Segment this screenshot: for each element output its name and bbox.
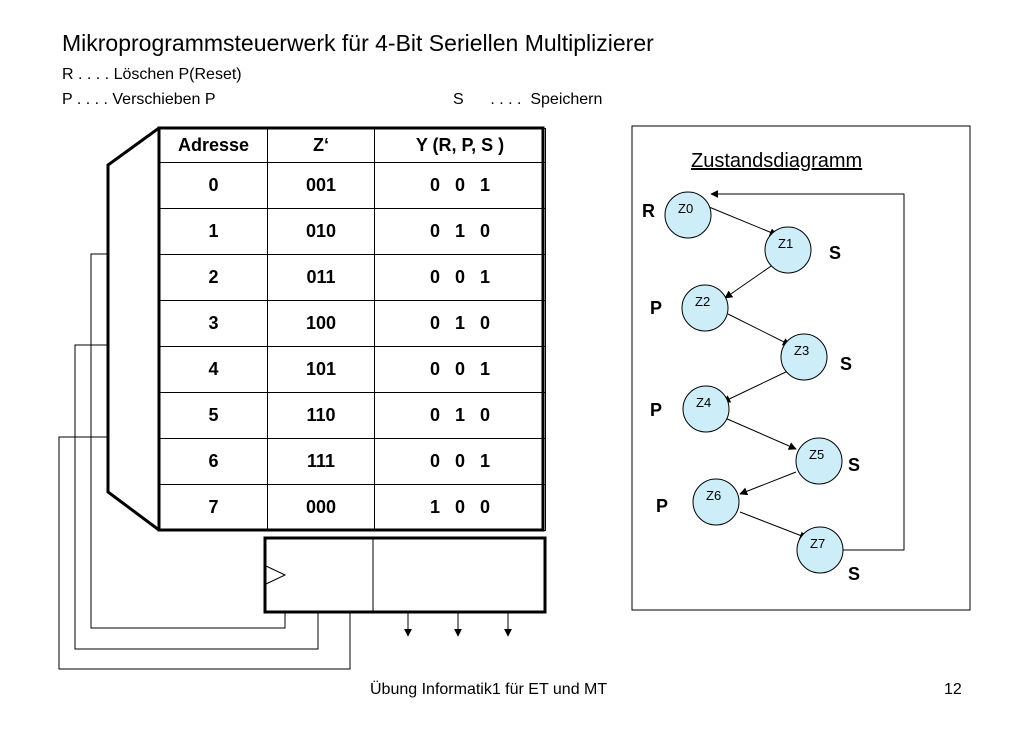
transition-z6-z7 [739,511,808,540]
state-node-z1 [764,226,812,274]
cell-address: 1 [159,208,268,255]
address-decoder-shape [106,126,160,532]
state-node-z3 [780,333,828,381]
state-register [263,536,547,614]
transition-z1-z2 [724,261,778,299]
state-node-z7 [796,526,844,574]
feedback-wire-3 [58,436,351,670]
output-label-z4: P [650,400,663,420]
state-label-z6: Z6 [706,488,721,503]
cell-outputs: 0 1 0 [374,208,546,255]
state-label-z3: Z3 [794,343,809,358]
cell-outputs: 0 1 0 [374,392,546,439]
state-diagram-panel [631,125,971,611]
cell-next-state: 010 [267,208,375,255]
legend-reset: R . . . . Löschen P(Reset) [62,66,242,83]
cell-next-state: 000 [267,484,375,531]
cell-address: 6 [159,438,268,485]
state-label-z4: Z4 [696,395,711,410]
page-title: Mikroprogrammsteuerwerk für 4-Bit Seriel… [62,30,654,56]
output-label-z6: P [656,496,669,516]
state-label-z1: Z1 [778,236,793,251]
state-diagram-title: Zustandsdiagramm [691,150,863,172]
transition-z2-z3 [727,313,791,346]
cell-next-state: 110 [267,392,375,439]
cell-outputs: 0 0 1 [374,438,546,485]
state-label-z5: Z5 [809,447,824,462]
cell-address: 3 [159,300,268,347]
cell-next-state: 111 [267,438,375,485]
state-label-z7: Z7 [810,536,825,551]
cell-address: 5 [159,392,268,439]
transition-z0-z1 [708,206,778,236]
footer-text: Übung Informatik1 für ET und MT [370,681,608,698]
state-node-z6 [692,478,740,526]
cell-address: 7 [159,484,268,531]
feedback-wire-2 [74,344,319,650]
clock-triangle [265,565,287,585]
output-label-z3: S [840,354,853,374]
output-label-z5: S [848,455,861,475]
state-label-z2: Z2 [695,294,710,309]
cell-outputs: 0 1 0 [374,300,546,347]
transition-z5-z6 [739,471,797,496]
legend-store: S . . . . Speichern [453,91,603,108]
state-node-z0 [664,191,712,239]
feedback-wire-1 [90,253,286,629]
cell-next-state: 100 [267,300,375,347]
cell-outputs: 1 0 0 [374,484,546,531]
transition-z7-z0 [710,190,905,551]
state-node-z5 [795,437,843,485]
table-header-row: Adresse Z‘ Y (R, P, S ) [159,128,546,163]
state-node-z2 [681,284,729,332]
header-address: Adresse [159,128,268,163]
state-node-z4 [682,385,730,433]
cell-next-state: 101 [267,346,375,393]
cell-outputs: 0 0 1 [374,346,546,393]
output-label-z0: R [642,201,655,221]
cell-address: 2 [159,254,268,301]
transition-z4-z5 [724,417,797,450]
legend-shift: P . . . . Verschieben P [62,91,216,108]
header-outputs: Y (R, P, S ) [374,128,546,163]
header-next-state: Z‘ [267,128,375,163]
cell-outputs: 0 0 1 [374,254,546,301]
output-label-z2: P [650,298,663,318]
cell-outputs: 0 0 1 [374,162,546,209]
output-label-z1: S [829,243,842,263]
state-label-z0: Z0 [678,201,693,216]
cell-address: 4 [159,346,268,393]
transition-z3-z4 [722,369,791,403]
output-label-z7: S [848,564,861,584]
page-number: 12 [944,681,962,698]
cell-next-state: 011 [267,254,375,301]
cell-address: 0 [159,162,268,209]
cell-next-state: 001 [267,162,375,209]
